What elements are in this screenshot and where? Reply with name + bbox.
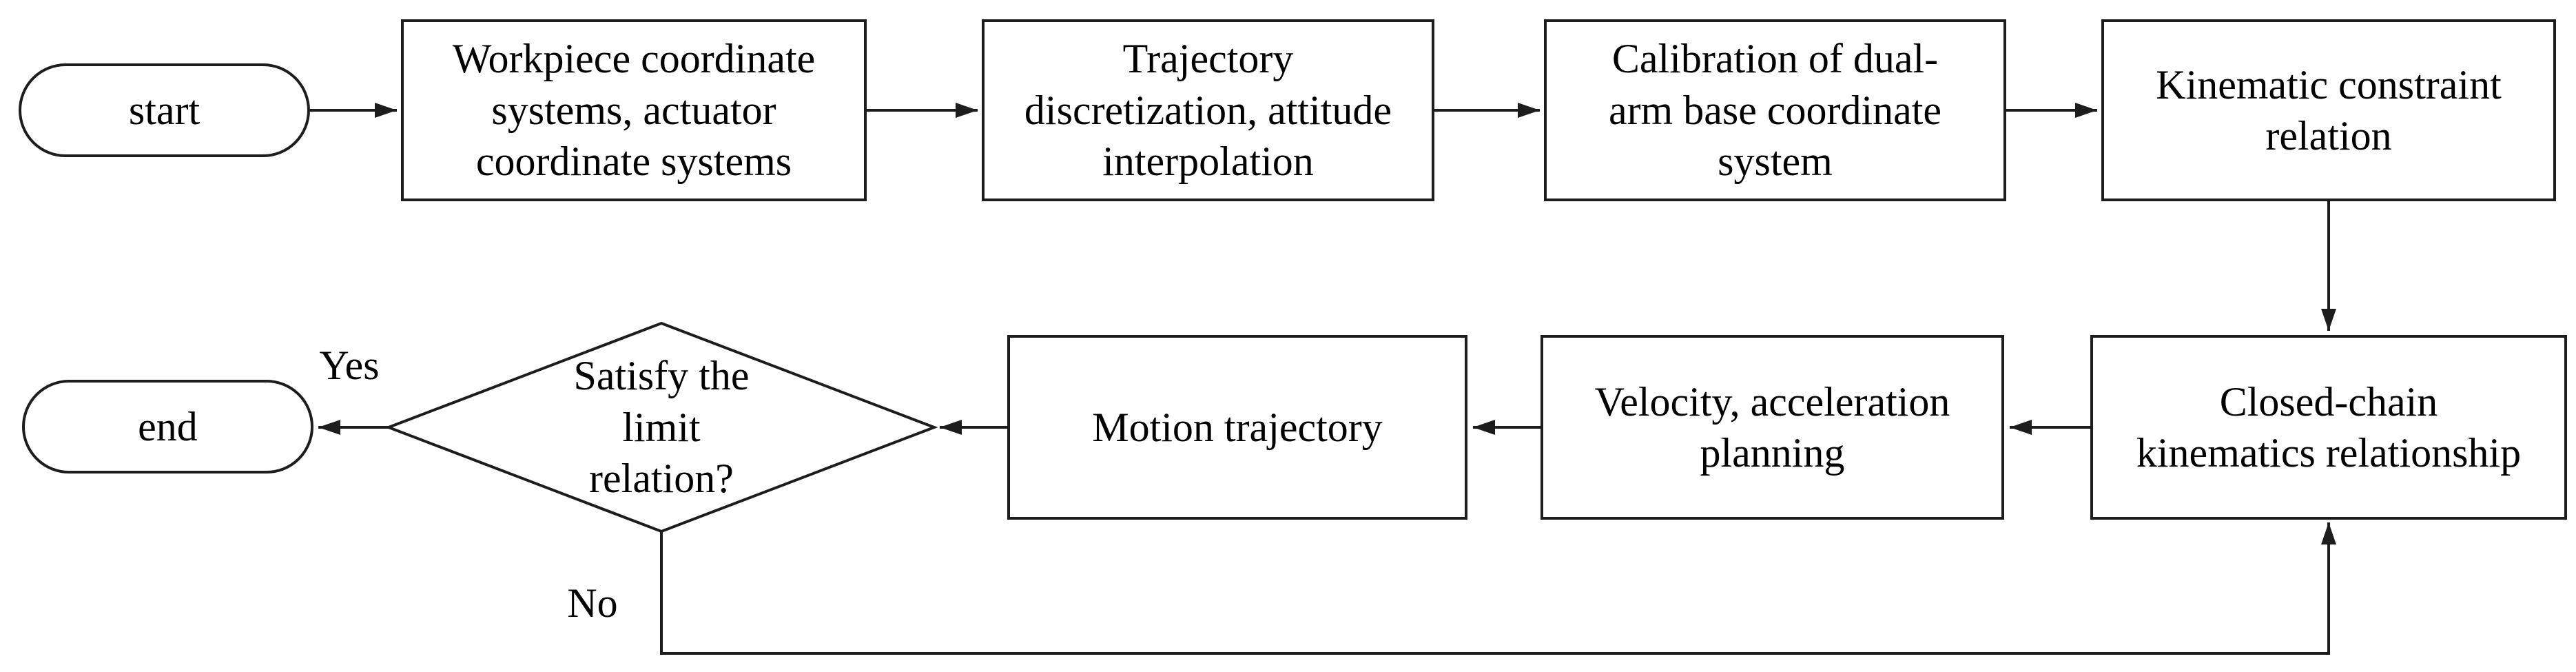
edge-label-no: No: [567, 580, 618, 626]
node-decision-satisfy-limit-relation: Satisfy the limit relation?: [573, 353, 750, 502]
node-trajectory-discretization: Trajectory discretization, attitude inte…: [982, 19, 1434, 201]
node-kinematic-constraint-relation: Kinematic constraint relation: [2101, 19, 2556, 201]
node-start: start: [19, 63, 310, 157]
node-end: end: [22, 380, 313, 474]
node-workpiece-coordinate-systems: Workpiece coordinate systems, actuator c…: [401, 19, 867, 201]
node-velocity-acceleration-planning: Velocity, acceleration planning: [1541, 335, 2004, 520]
node-calibration-dual-arm-base: Calibration of dual- arm base coordinate…: [1544, 19, 2006, 201]
node-motion-trajectory: Motion trajectory: [1007, 335, 1467, 520]
no-feedback-line: [660, 522, 2336, 655]
node-closed-chain-kinematics: Closed-chain kinematics relationship: [2090, 335, 2567, 520]
edge-label-yes: Yes: [319, 343, 380, 388]
